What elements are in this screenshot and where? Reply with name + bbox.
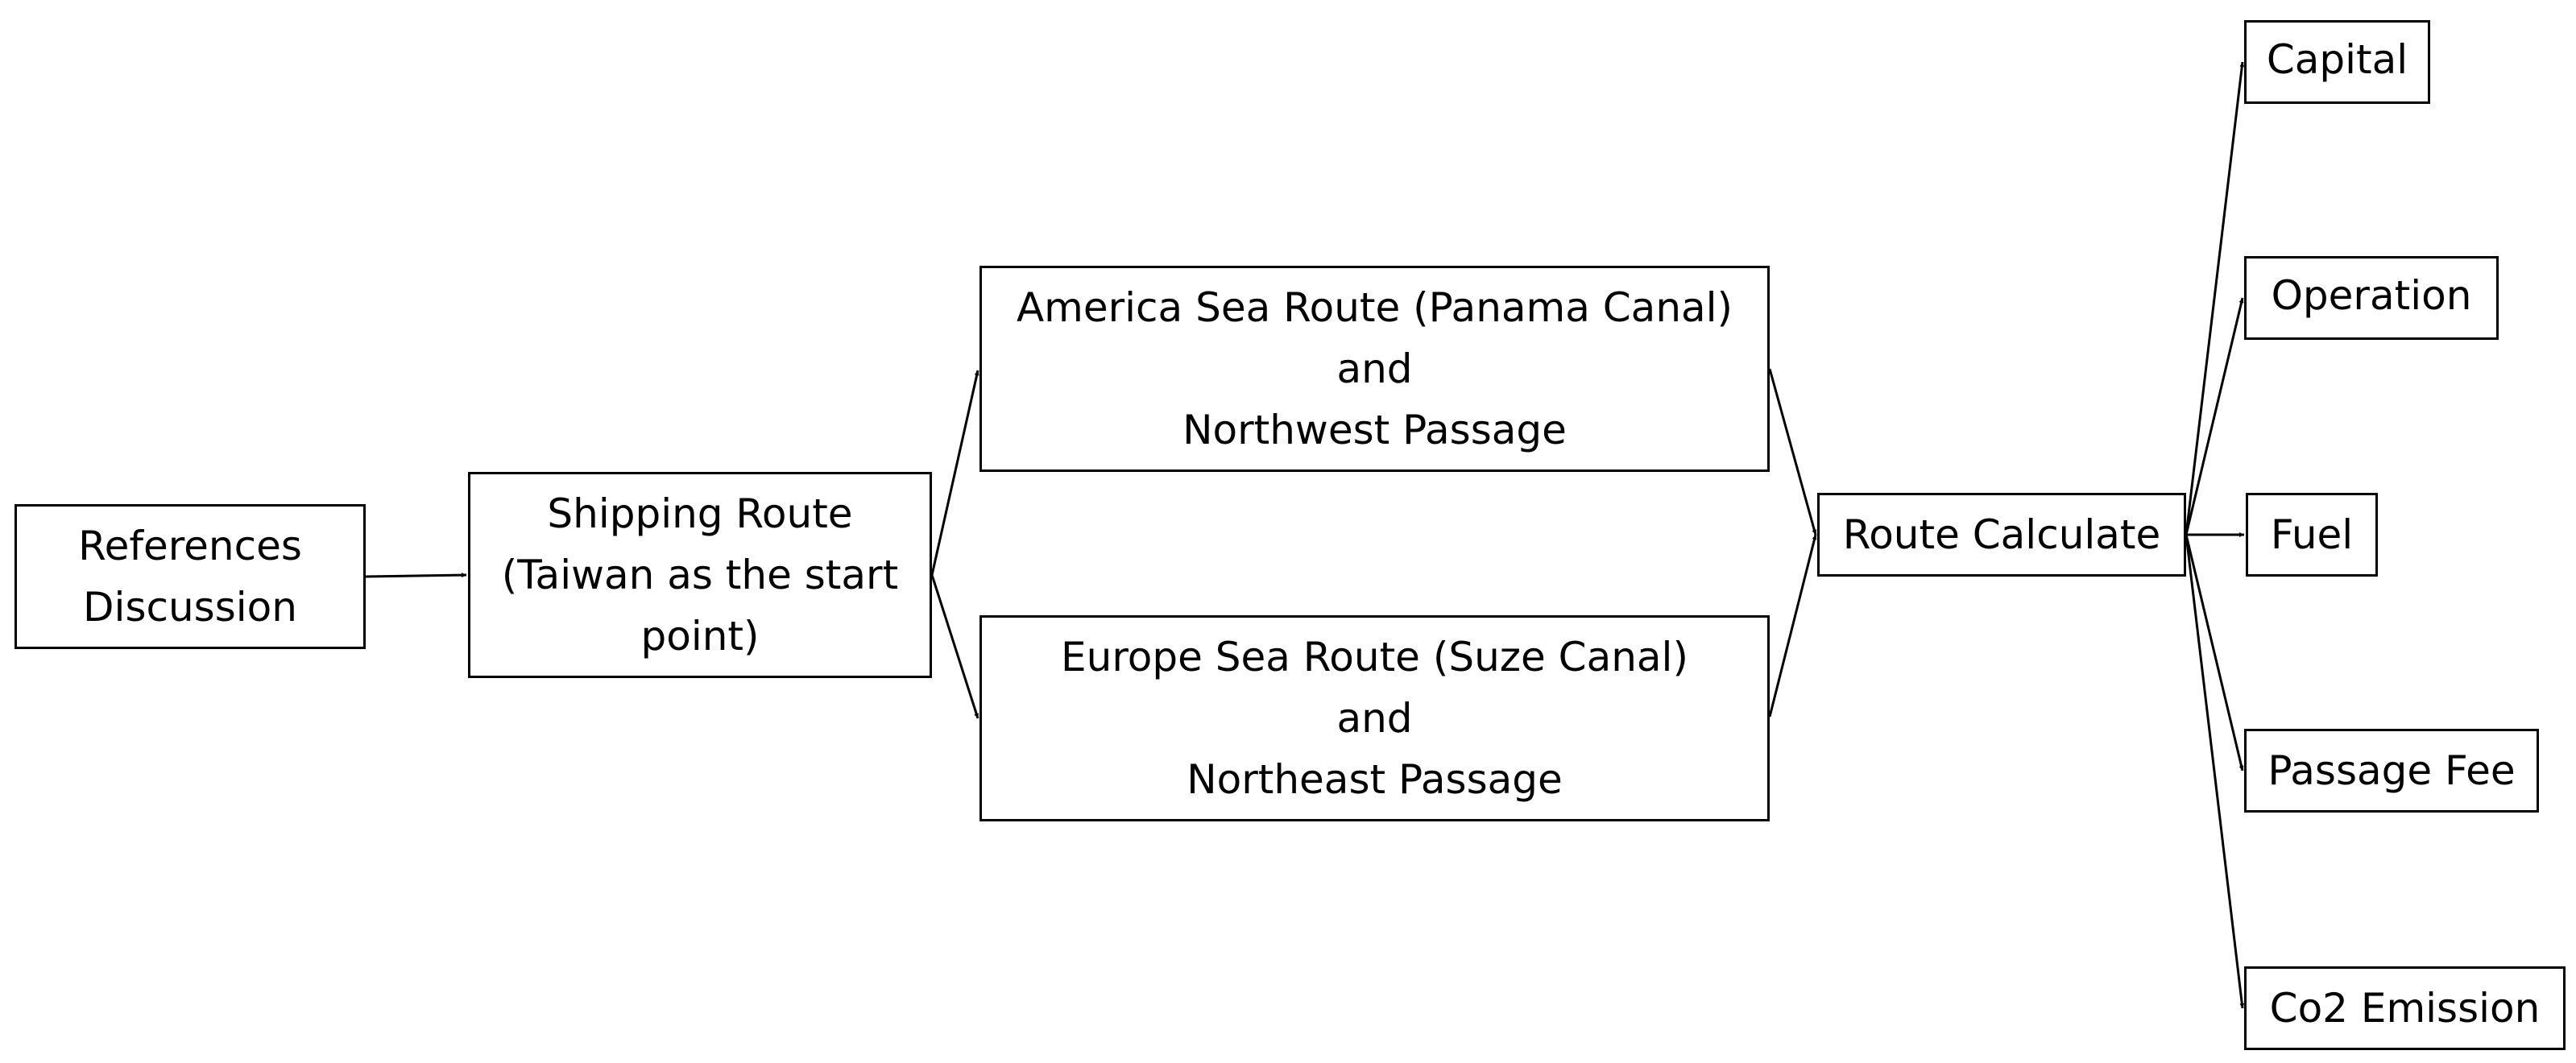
route-calculate-node: Route Calculate bbox=[1817, 493, 2186, 577]
operation-node: Operation bbox=[2244, 256, 2499, 340]
co2-emission-node: Co2 Emission bbox=[2244, 966, 2566, 1050]
shipping-route-node: Shipping Route (Taiwan as the start poin… bbox=[468, 472, 932, 678]
arrow-shipping-to-america bbox=[930, 370, 979, 576]
fuel-node: Fuel bbox=[2246, 493, 2378, 577]
node-label-line: Europe Sea Route (Suze Canal) bbox=[1061, 634, 1688, 680]
node-label-line: point) bbox=[640, 613, 760, 660]
node-label-line: Co2 Emission bbox=[2269, 985, 2541, 1032]
references-discussion-node: References Discussion bbox=[14, 504, 366, 649]
node-label-line: Capital bbox=[2266, 36, 2408, 83]
capital-node: Capital bbox=[2244, 20, 2430, 104]
node-label-line: (Taiwan as the start bbox=[501, 552, 899, 598]
node-label-line: Fuel bbox=[2270, 511, 2354, 558]
arrow-shipping-to-europe bbox=[930, 574, 979, 719]
arrow-calculate-to-passage-fee bbox=[2185, 534, 2244, 771]
arrow-calculate-to-co2-emission bbox=[2185, 534, 2245, 1009]
node-label-line: Shipping Route bbox=[547, 490, 853, 537]
arrow-europe-to-calculate bbox=[1768, 534, 1817, 718]
node-label-line: References bbox=[78, 523, 302, 569]
arrow-america-to-calculate bbox=[1768, 368, 1817, 536]
node-label-line: America Sea Route (Panama Canal) bbox=[1016, 284, 1733, 331]
node-label-line: and bbox=[1336, 345, 1413, 392]
node-label-line: Northwest Passage bbox=[1182, 407, 1567, 453]
europe-sea-route-node: Europe Sea Route (Suze Canal) and Northe… bbox=[979, 615, 1770, 821]
node-label-line: Passage Fee bbox=[2267, 747, 2516, 794]
arrow-calculate-to-capital bbox=[2185, 61, 2245, 536]
node-label-line: Route Calculate bbox=[1842, 511, 2161, 558]
node-label-line: Discussion bbox=[83, 584, 297, 631]
america-sea-route-node: America Sea Route (Panama Canal) and Nor… bbox=[979, 266, 1770, 472]
node-label-line: and bbox=[1336, 695, 1413, 742]
arrow-calculate-to-operation bbox=[2185, 297, 2244, 536]
passage-fee-node: Passage Fee bbox=[2244, 729, 2539, 813]
node-label-line: Operation bbox=[2271, 272, 2472, 319]
arrow-references-to-shipping bbox=[365, 573, 467, 578]
node-label-line: Northeast Passage bbox=[1187, 756, 1563, 803]
